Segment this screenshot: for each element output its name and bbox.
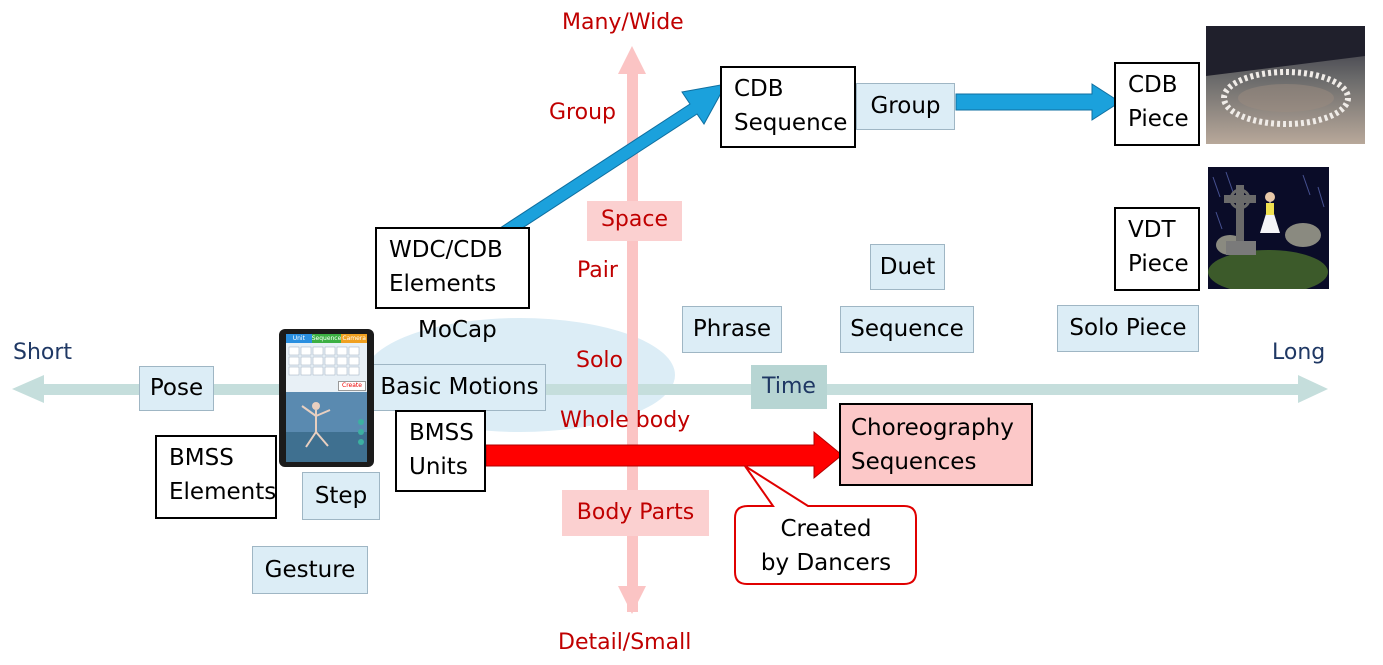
tablet-image: Unit Sequence Camera Create [279,329,374,467]
whole-body-scale-label: Whole body [560,408,691,433]
bmss-units-node: BMSS Units [395,410,486,492]
tablet-button-grid [288,346,360,376]
pair-scale-label: Pair [577,258,618,283]
bmss-elements-line2: Elements [169,479,277,505]
vdt-piece-photo [1208,167,1329,289]
sequence-node: Sequence [840,306,974,353]
time-axis [12,375,1328,403]
cdb-piece-line2: Piece [1128,106,1189,132]
pose-node: Pose [139,366,214,411]
vdt-piece-node: VDT Piece [1114,207,1200,291]
bmss-elements-line1: BMSS [169,445,234,471]
choreography-line2: Sequences [851,449,977,475]
vdt-piece-line1: VDT [1128,217,1176,243]
created-by-dancers-text: Created by Dancers [736,512,916,580]
solo-piece-node: Solo Piece [1057,305,1199,352]
mocap-label: MoCap [418,317,497,343]
bmss-units-line2: Units [409,454,468,480]
tablet-tab-unit: Unit [286,334,312,343]
wdc-cdb-elements-line1: WDC/CDB [389,237,503,263]
cdb-sequence-node: CDB Sequence [720,66,856,148]
cdb-sequence-line1: CDB [734,76,784,102]
axis-left-label: Short [13,340,73,365]
axis-top-label: Many/Wide [562,10,684,35]
basic-motions-node: Basic Motions [373,364,546,411]
group-scale-label: Group [549,100,616,125]
wdc-cdb-elements-node: WDC/CDB Elements [375,227,530,309]
red-arrow [485,430,843,480]
tablet-create-button: Create [338,381,366,391]
cdb-sequence-line2: Sequence [734,110,848,136]
cdb-piece-line1: CDB [1128,72,1178,98]
created-by-dancers-callout [734,465,917,585]
wdc-cdb-elements-line2: Elements [389,271,497,297]
tablet-screen: Unit Sequence Camera Create [286,334,367,462]
gesture-node: Gesture [252,546,368,594]
duet-node: Duet [870,244,945,290]
phrase-node: Phrase [682,306,782,353]
time-label: Time [751,365,827,409]
group-node: Group [856,83,955,130]
bmss-units-line1: BMSS [409,420,474,446]
tablet-tab-camera: Camera [341,334,367,343]
axis-right-label: Long [1272,340,1326,365]
cdb-piece-photo [1206,26,1365,144]
tablet-dancer-view [286,392,367,462]
bmss-elements-node: BMSS Elements [155,435,277,519]
created-line1: Created [780,516,872,542]
cdb-piece-node: CDB Piece [1114,62,1200,146]
choreography-line1: Choreography [851,415,1014,441]
created-line2: by Dancers [760,550,892,576]
space-label: Space [587,201,682,241]
step-node: Step [302,472,380,520]
choreography-sequences-node: Choreography Sequences [839,403,1033,486]
vdt-piece-line2: Piece [1128,251,1189,277]
tablet-tabs: Unit Sequence Camera [286,334,367,343]
body-parts-label: Body Parts [562,490,709,536]
blue-horizontal-arrow [955,83,1121,121]
axis-bottom-label: Detail/Small [558,630,692,655]
blue-diagonal-arrow [499,83,727,239]
space-axis [618,46,646,614]
solo-scale-label: Solo [576,348,623,373]
tablet-tab-sequence: Sequence [311,334,342,343]
